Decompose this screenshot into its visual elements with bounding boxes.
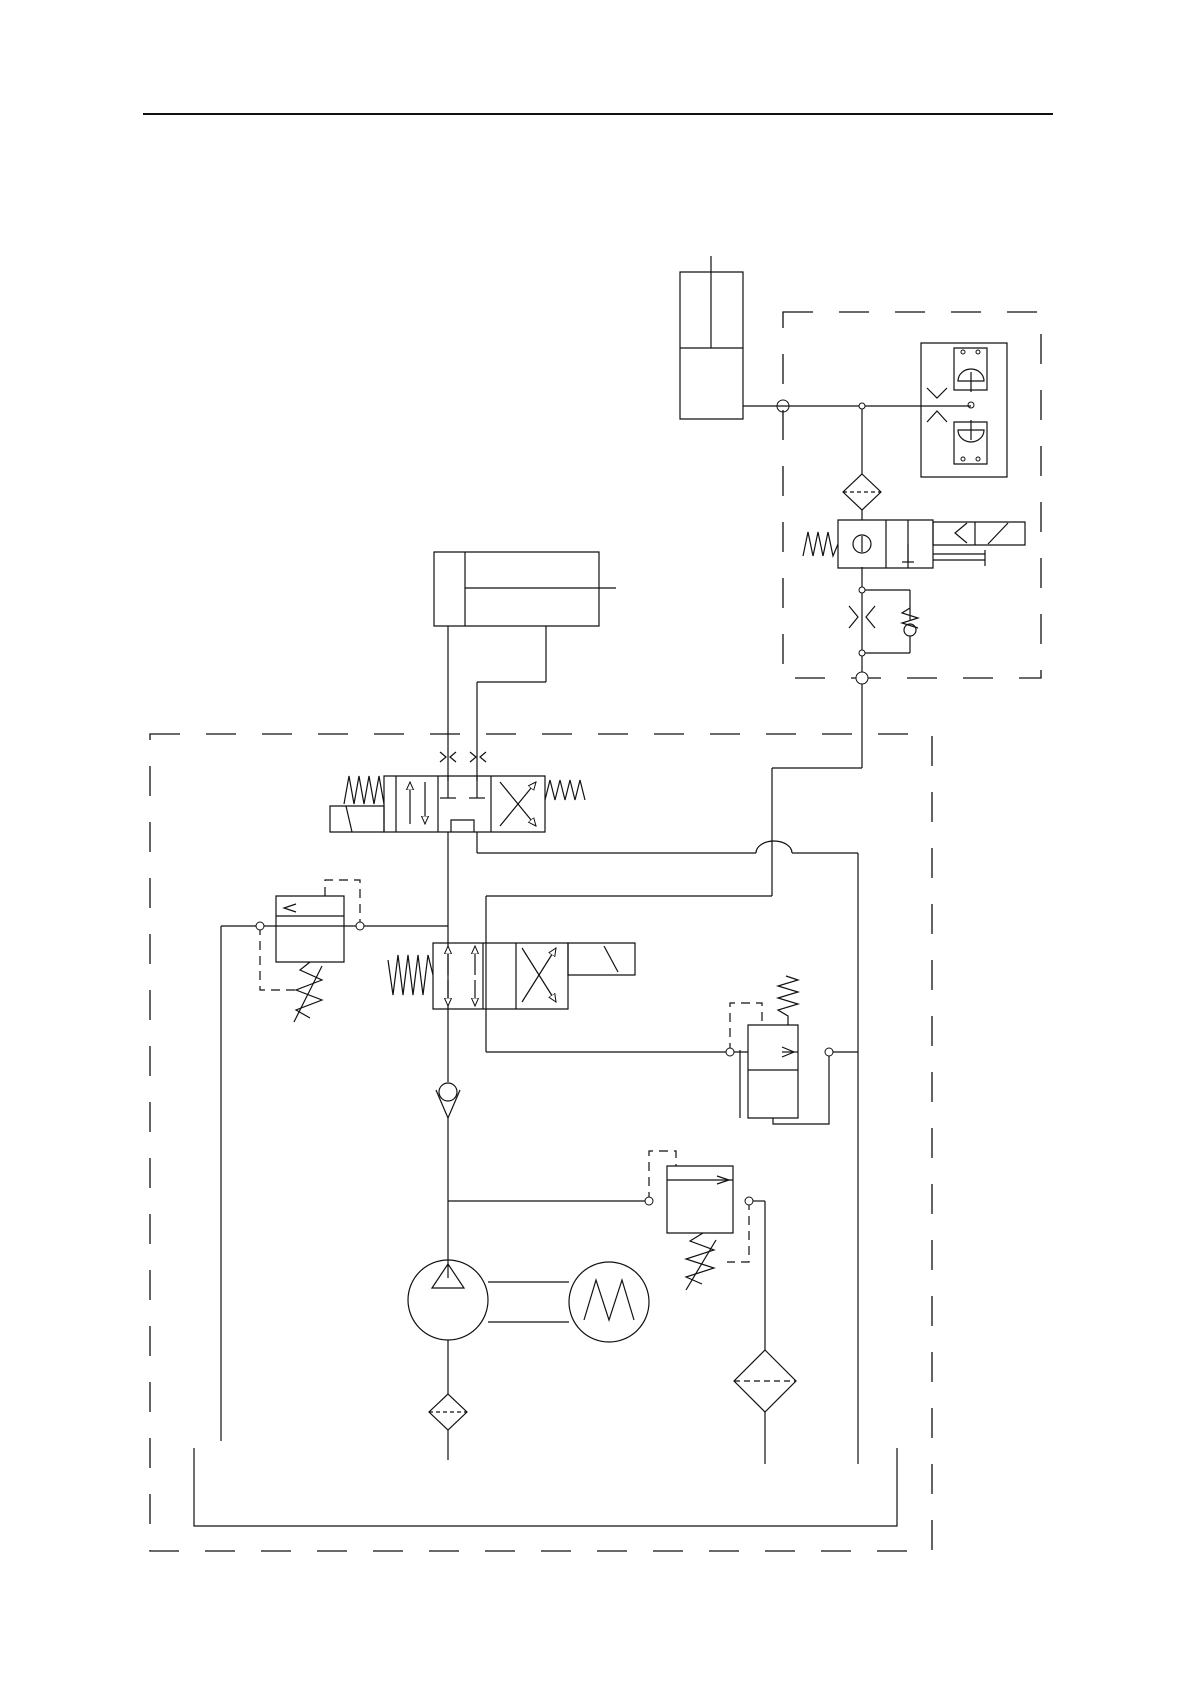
- pump-motor-coupling: [488, 1282, 569, 1322]
- electric-motor: [569, 1262, 649, 1342]
- relief-valve-left: [260, 880, 360, 1022]
- return-filter: [734, 1350, 796, 1412]
- main-lines: [221, 832, 858, 1464]
- relief-valve-bottom: [649, 1151, 749, 1290]
- suction-filter: [429, 1340, 467, 1460]
- cylinder-horizontal: [434, 552, 616, 626]
- secondary-directional-valve: [388, 943, 635, 1009]
- cylinder-lines: [440, 626, 546, 781]
- pilot-lines: [486, 406, 971, 1052]
- main-directional-valve: [330, 776, 585, 832]
- check-valve: [436, 1083, 460, 1118]
- reservoir: [194, 1448, 897, 1526]
- pilot-solenoid-valve: [803, 520, 1025, 568]
- pressure-valve-right: [730, 976, 829, 1124]
- pilot-subcircuit-boundary: [783, 312, 1041, 678]
- pilot-filter: [843, 474, 881, 510]
- cylinder-vertical: [680, 256, 743, 419]
- pilot-check-throttle: [849, 590, 918, 653]
- main-hydraulic-boundary: [150, 734, 932, 1551]
